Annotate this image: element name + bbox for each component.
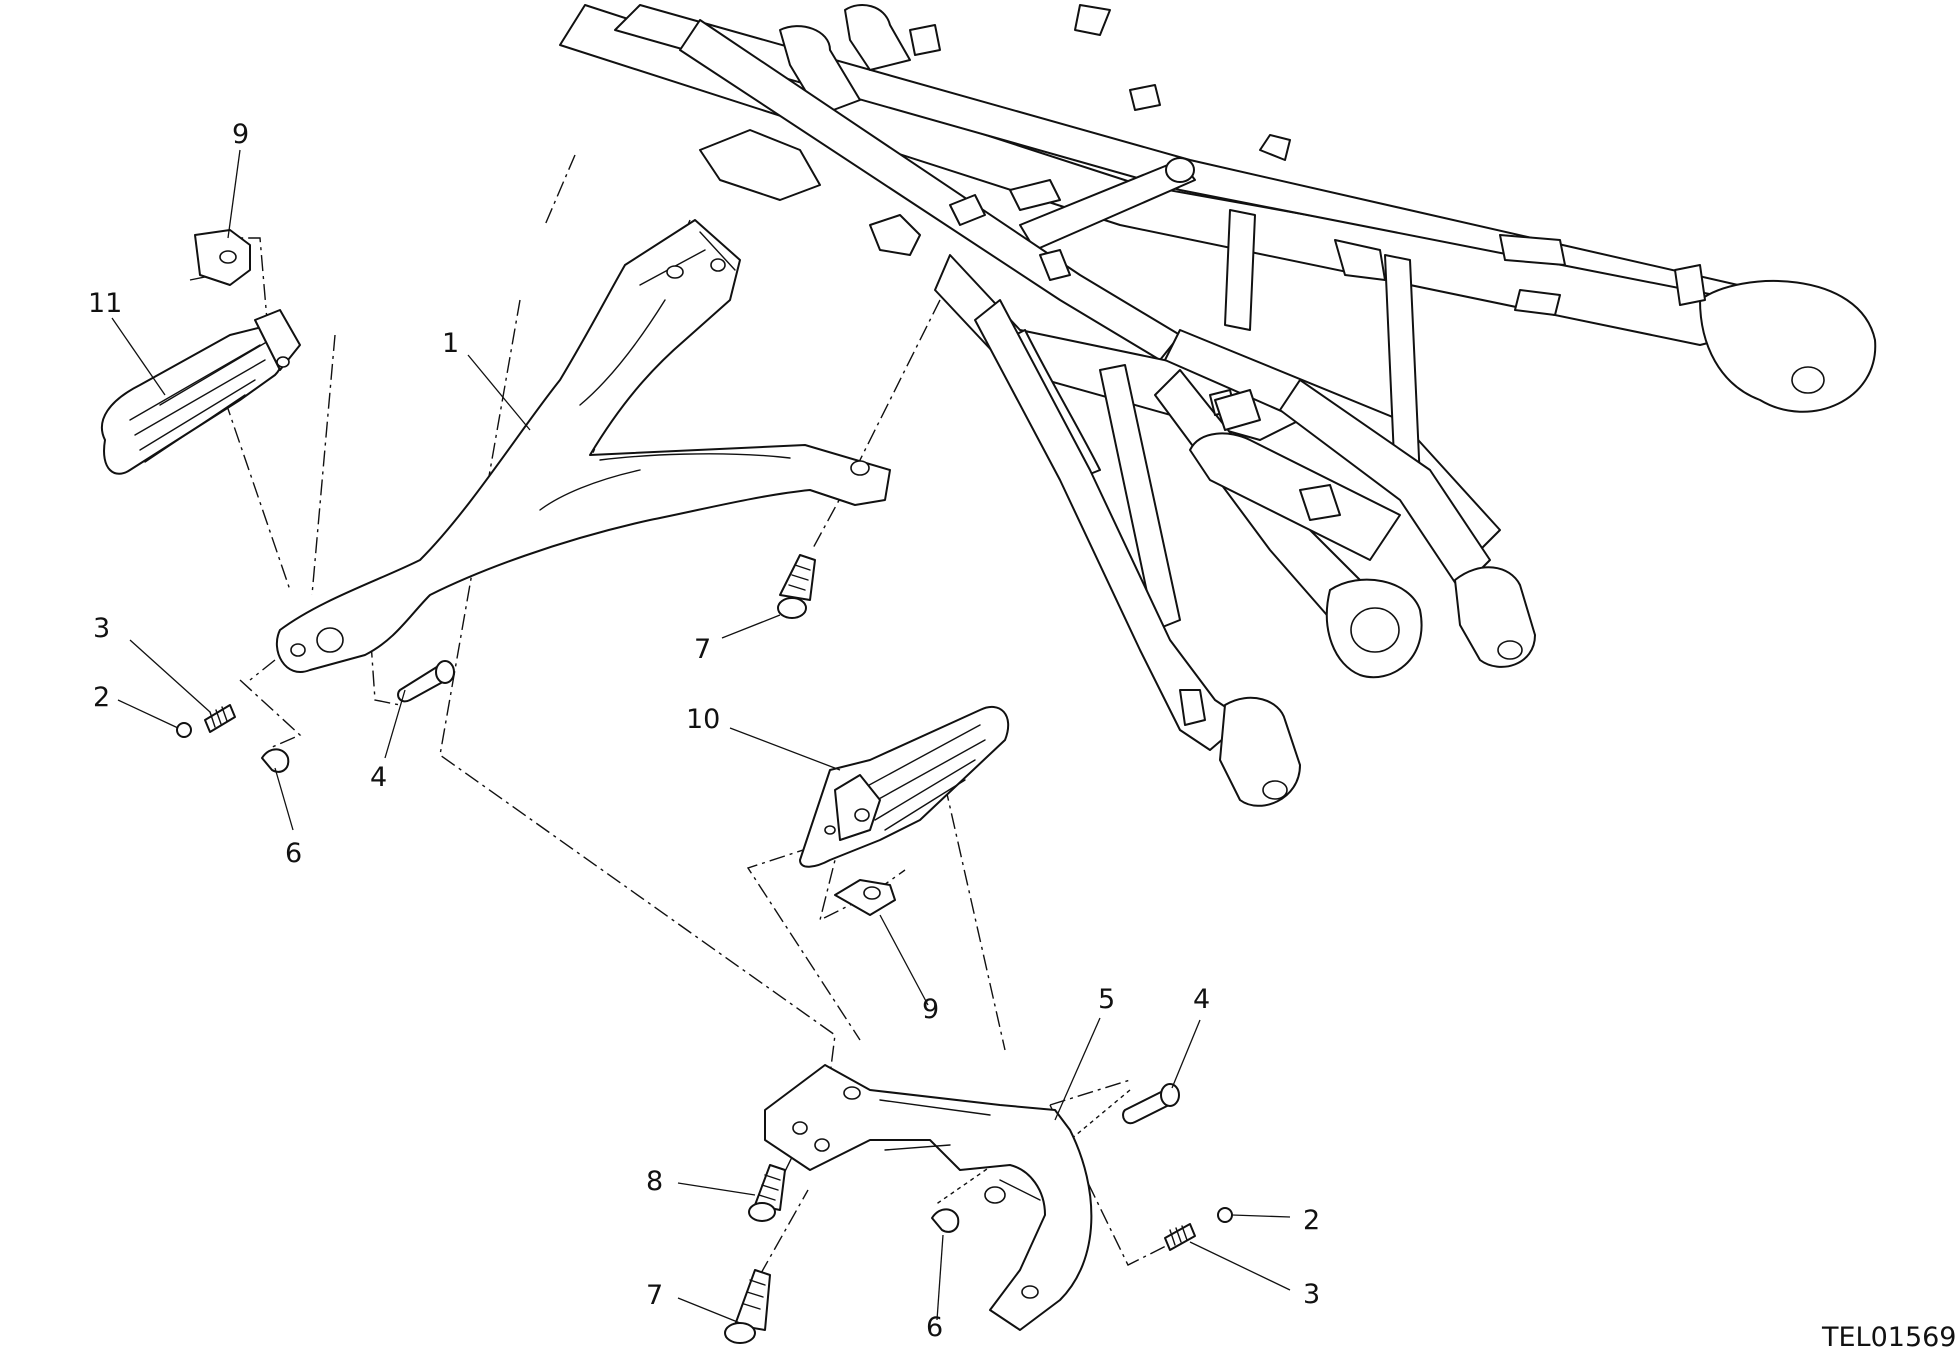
callout-7-right: 7	[646, 1280, 663, 1311]
callout-4-left: 4	[370, 762, 387, 793]
callout-2-right: 2	[1303, 1205, 1320, 1236]
footpeg-clip-top	[194, 229, 251, 286]
callout-3-left: 3	[93, 613, 110, 644]
callout-7-left: 7	[694, 634, 711, 665]
callout-10: 10	[686, 704, 720, 735]
left-bolt	[777, 554, 816, 619]
callout-3-right: 3	[1303, 1279, 1320, 1310]
left-footpeg-bracket	[275, 219, 891, 673]
callout-4-right: 4	[1193, 984, 1210, 1015]
rear-subframe	[559, 4, 1877, 807]
callout-6-left: 6	[285, 838, 302, 869]
callout-11: 11	[88, 288, 122, 319]
callout-2-left: 2	[93, 682, 110, 713]
right-footpeg	[799, 705, 1010, 868]
footpeg-clip-bottom	[834, 879, 896, 916]
callout-9-bottom: 9	[922, 994, 939, 1025]
callout-leaders	[111, 149, 1291, 1324]
callout-labels: 9 11 1 3 2 4 6 7 10 9 5 4 2 3 6 8 7 TEL0…	[88, 119, 1956, 1353]
right-hardware	[724, 1083, 1233, 1344]
left-hardware	[176, 660, 455, 773]
callout-8: 8	[646, 1166, 663, 1197]
drawing-code: TEL01569	[1821, 1322, 1956, 1353]
left-footpeg	[100, 309, 301, 475]
right-footpeg-bracket	[764, 1064, 1093, 1331]
callout-5: 5	[1098, 984, 1115, 1015]
callout-1: 1	[442, 328, 459, 359]
callout-9-top: 9	[232, 119, 249, 150]
callout-6-right: 6	[926, 1312, 943, 1343]
